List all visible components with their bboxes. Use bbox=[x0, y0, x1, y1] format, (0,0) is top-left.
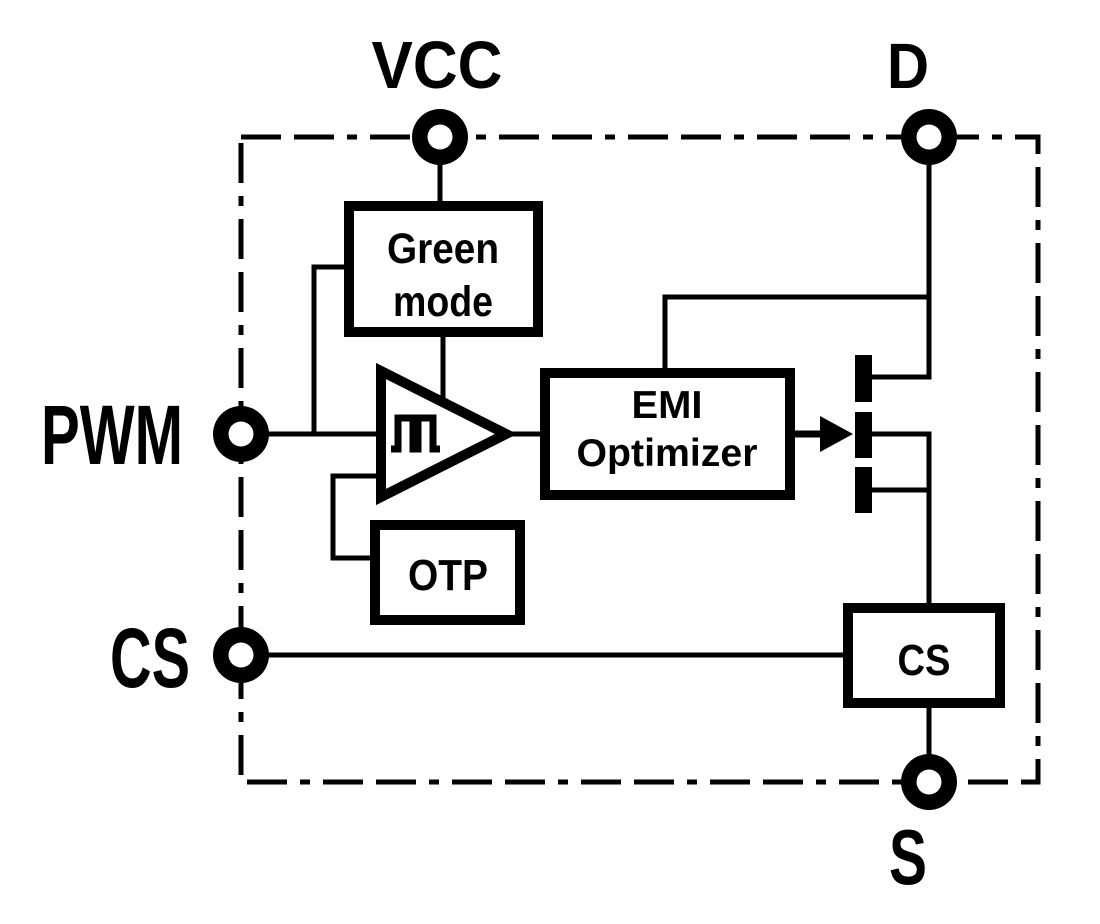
green-mode-label-line1: Green bbox=[387, 225, 499, 273]
wire-source-mid bbox=[870, 431, 932, 610]
pwm-pin-hole bbox=[228, 421, 254, 447]
otp-box bbox=[370, 520, 525, 625]
wire-greenmode-left-branch bbox=[311, 264, 349, 434]
s-pin-label: S bbox=[889, 813, 927, 901]
power-mosfet-symbol bbox=[788, 355, 872, 513]
d-pin-hole bbox=[916, 124, 942, 150]
green-mode-block: Green mode bbox=[344, 201, 543, 337]
d-pin: D bbox=[887, 30, 957, 165]
emi-optimizer-label-line2: Optimizer bbox=[577, 432, 758, 475]
pwm-driver-buffer bbox=[376, 362, 518, 506]
vcc-pin-hole bbox=[427, 124, 453, 150]
otp-block: OTP bbox=[370, 520, 525, 625]
mosfet-gate-bar bbox=[855, 412, 872, 458]
driver-triangle bbox=[376, 362, 518, 506]
otp-label: OTP bbox=[408, 551, 488, 600]
vcc-pin-label: VCC bbox=[372, 28, 503, 103]
wire-driver-to-otp bbox=[330, 473, 384, 561]
vcc-pin: VCC bbox=[372, 28, 503, 165]
cs-pin-label: CS bbox=[110, 611, 190, 705]
pulse-waveform-icon bbox=[391, 414, 440, 453]
cs-pin-hole bbox=[228, 642, 254, 668]
gate-arrow-icon bbox=[820, 416, 853, 452]
wire-emi-top-feedback bbox=[662, 294, 929, 376]
cs-pin: CS bbox=[110, 611, 269, 705]
current-sense-box bbox=[843, 603, 1005, 708]
emi-optimizer-block: EMI Optimizer bbox=[540, 368, 795, 500]
s-pin-hole bbox=[916, 769, 942, 795]
wire-d-to-drain bbox=[870, 150, 932, 380]
current-sense-label: CS bbox=[898, 636, 951, 685]
mosfet-drain-bar bbox=[855, 355, 872, 402]
pwm-pin-label: PWM bbox=[41, 388, 183, 482]
pwm-pin: PWM bbox=[41, 388, 269, 482]
current-sense-block: CS bbox=[843, 603, 1005, 708]
green-mode-box bbox=[344, 201, 543, 337]
d-pin-label: D bbox=[887, 30, 929, 102]
emi-optimizer-label-line1: EMI bbox=[632, 384, 703, 427]
s-pin: S bbox=[889, 754, 957, 901]
green-mode-label-line2: mode bbox=[393, 278, 493, 326]
mosfet-source-bar bbox=[855, 467, 872, 513]
